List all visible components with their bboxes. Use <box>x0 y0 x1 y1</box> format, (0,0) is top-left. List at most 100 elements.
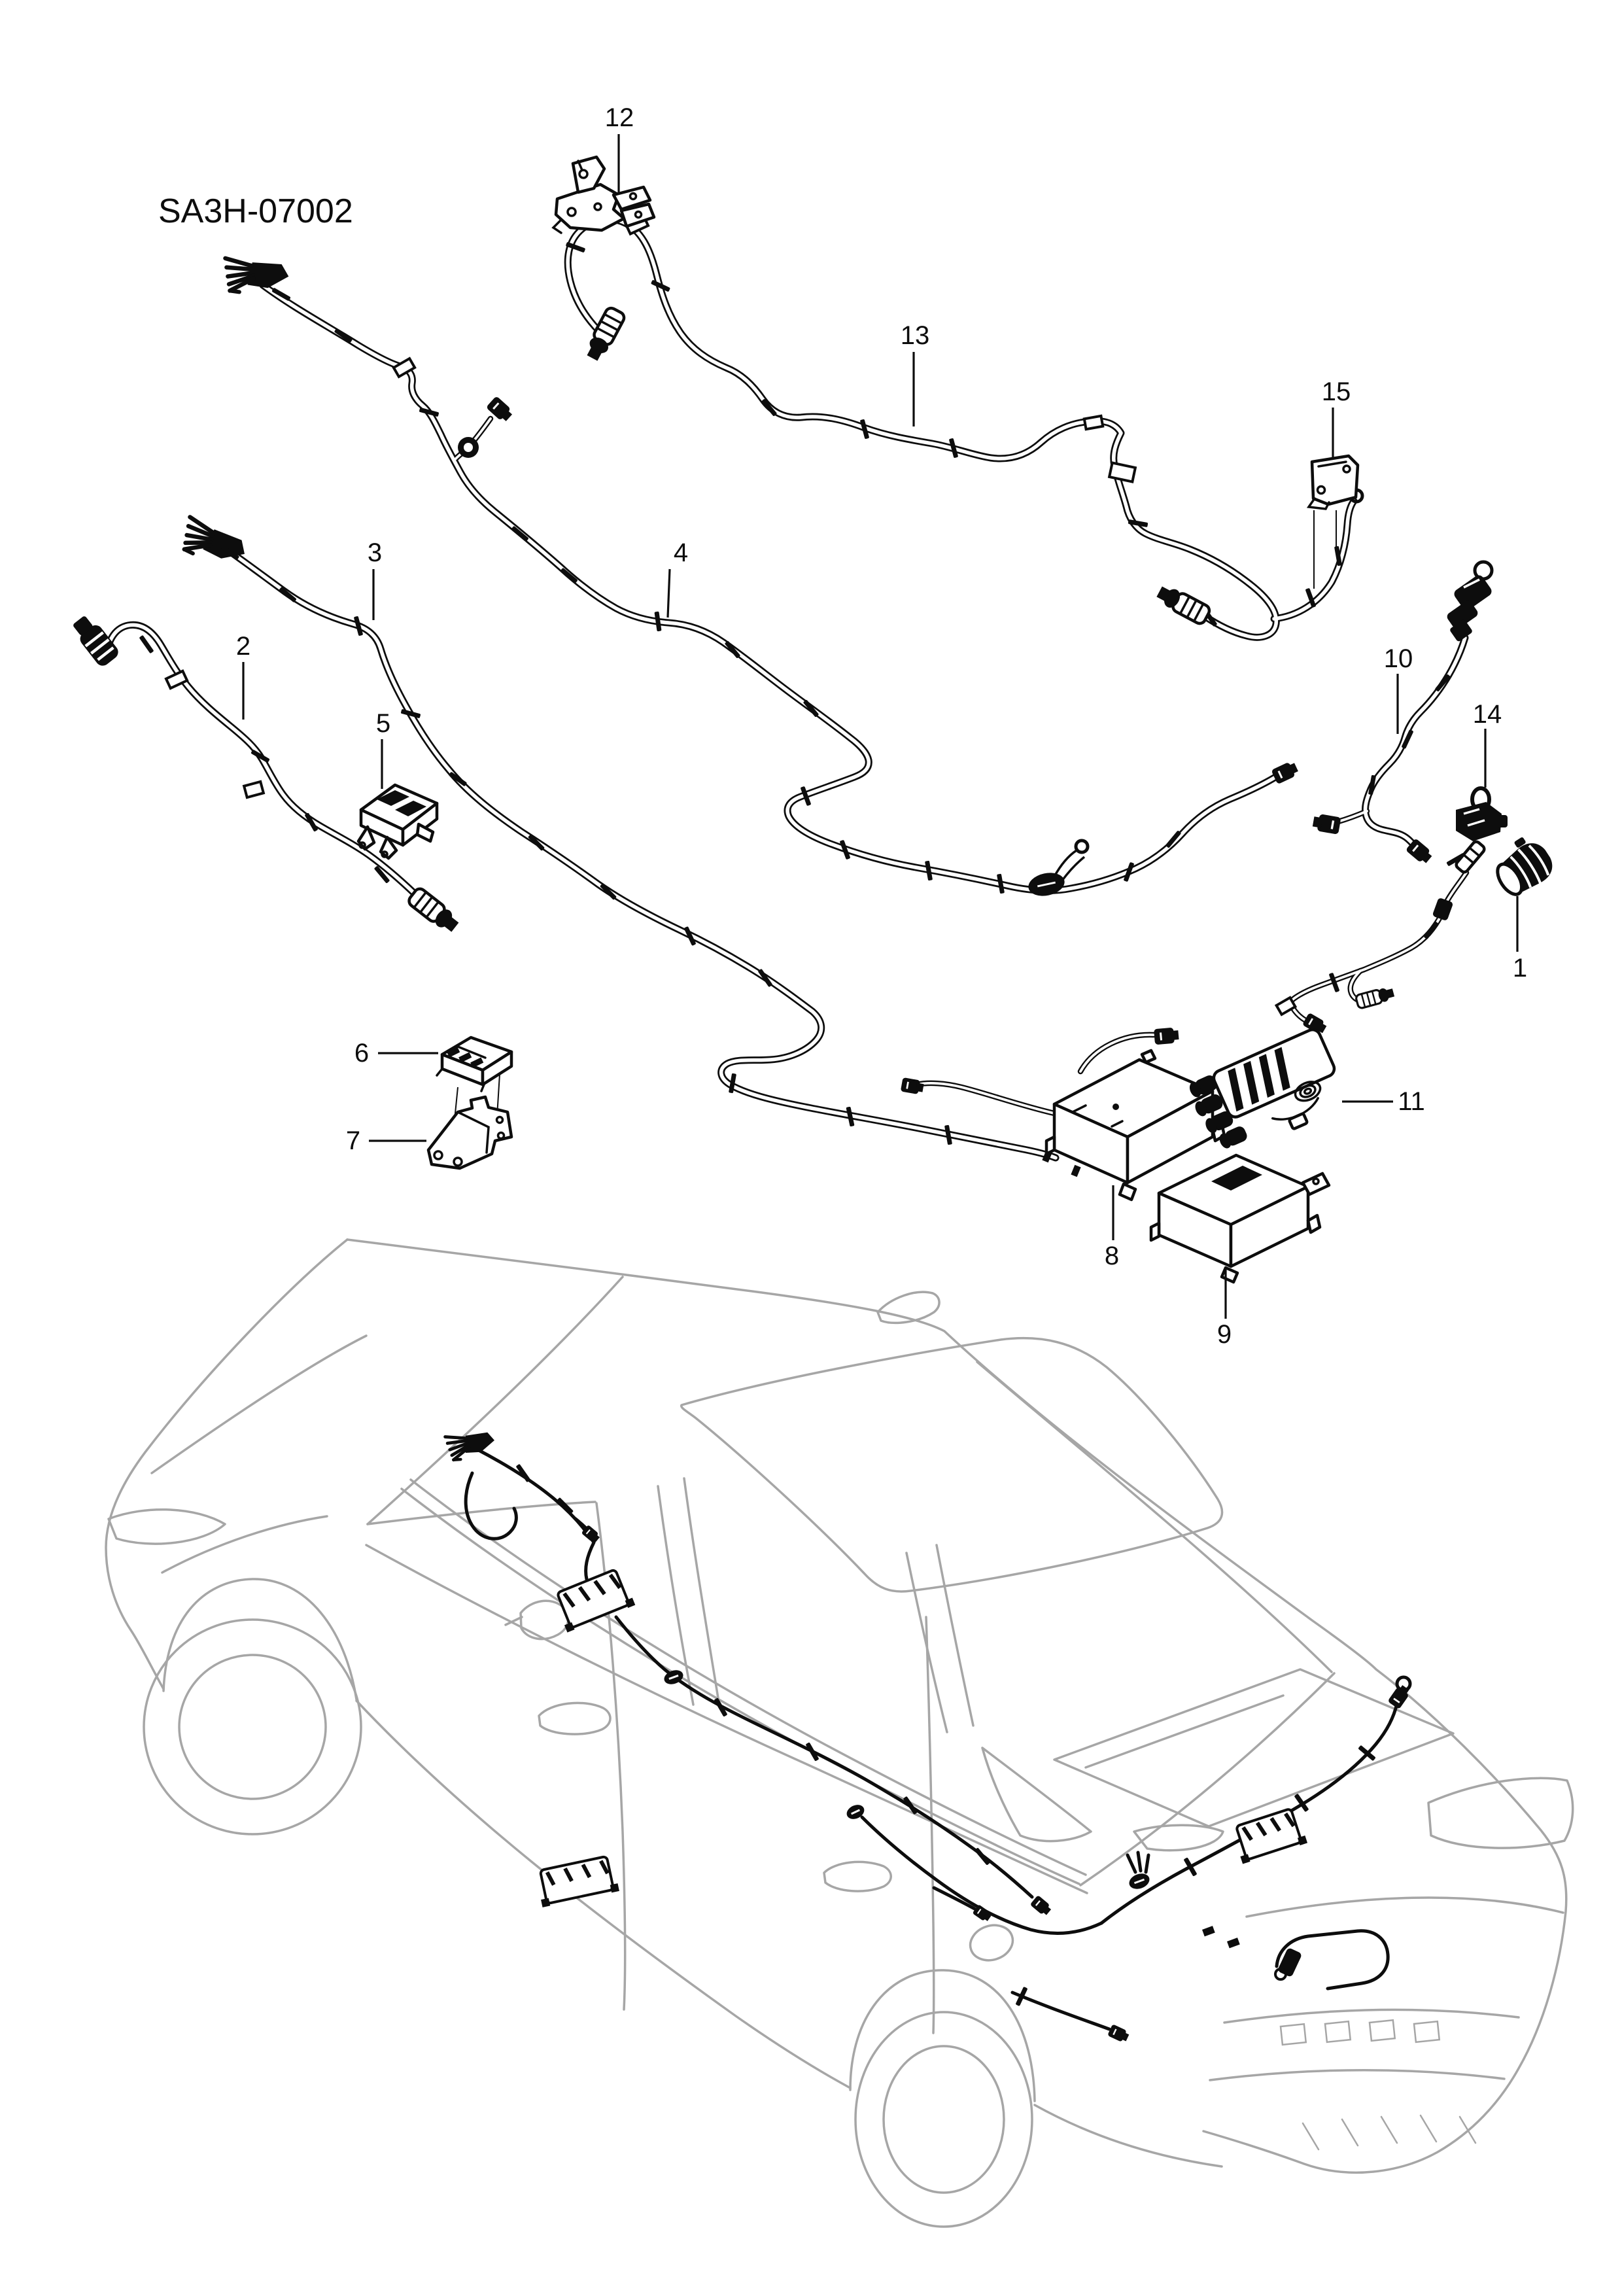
harness-clamp <box>729 1073 736 1094</box>
harness-stay-bracket <box>242 780 266 799</box>
vehicle-harness-wire-8 <box>1126 1851 1150 1874</box>
harness-clamp <box>651 280 670 292</box>
harness-clamp <box>401 709 421 718</box>
rear-door-handle <box>823 1860 892 1892</box>
barrel-connector <box>1355 988 1395 1009</box>
harness-stay-bracket <box>392 357 417 379</box>
headlight <box>107 1508 226 1545</box>
diffuser-slat-0 <box>1302 2122 1320 2151</box>
harness-clamp <box>975 1848 990 1865</box>
harness-clamp <box>840 840 850 860</box>
harness-clamp <box>1165 831 1181 848</box>
callout-number-15: 15 <box>1322 377 1351 406</box>
front-wheel <box>143 1618 362 1835</box>
part-11-junction-module <box>1189 1028 1336 1149</box>
antenna-fin <box>876 1291 940 1325</box>
rear-wheel <box>882 2045 1005 2194</box>
eyelet-terminal <box>1395 1675 1412 1692</box>
callout-1: 1 <box>1513 896 1527 983</box>
car-line-24 <box>504 1616 523 1626</box>
harness-clamp <box>1424 921 1438 939</box>
harness-clamp <box>725 641 740 658</box>
boot-connector <box>73 616 118 666</box>
callout-7: 7 <box>346 1126 426 1155</box>
vehicle-harness-wire-4 <box>932 1886 976 1911</box>
harness-clamp <box>557 1497 574 1514</box>
callout-number-4: 4 <box>674 538 688 567</box>
trunk-platform <box>1053 1668 1455 1828</box>
harness-clamp <box>1184 1857 1197 1877</box>
harness-clamp <box>1305 588 1316 608</box>
callout-number-11: 11 <box>1398 1087 1425 1116</box>
callout-number-13: 13 <box>901 321 930 350</box>
front-wheel <box>178 1654 327 1800</box>
car-line-17 <box>976 1361 1333 1673</box>
bumper-detail-0 <box>1279 2023 1307 2046</box>
harness-stay-bracket <box>1082 414 1105 431</box>
harness-clamp <box>374 866 390 883</box>
car-line-4 <box>849 1969 1036 2102</box>
callout-9: 9 <box>1217 1269 1232 1349</box>
harness-clamp <box>511 526 528 542</box>
multi-wire-connector <box>182 515 245 559</box>
harness-clamp <box>528 834 545 851</box>
inline-connector <box>1433 898 1453 920</box>
grommet-wires <box>1053 849 1086 882</box>
diffuser-slat-1 <box>1341 2118 1359 2147</box>
harness-clamp <box>903 1796 918 1815</box>
plug-connector <box>973 1905 992 1921</box>
fuel-door <box>969 1924 1014 1962</box>
sunroof <box>680 1336 1224 1593</box>
part-5-module <box>356 783 439 860</box>
harness-clamp <box>1435 674 1451 691</box>
harness-module <box>557 1569 636 1633</box>
in-vehicle-harnesses <box>443 1432 1412 2042</box>
car-line-21 <box>1209 2068 1506 2081</box>
harness-clamp <box>561 568 578 583</box>
taillight-right <box>1427 1777 1574 1849</box>
plug-connector <box>1031 1896 1052 1915</box>
grommet <box>664 1670 683 1684</box>
plug-connector <box>1312 814 1341 834</box>
grommet <box>846 1805 865 1819</box>
harness-clamp <box>250 750 270 763</box>
car-line-6 <box>366 1276 624 1525</box>
harness-clamp <box>1016 1987 1027 2006</box>
callout-11: 11 <box>1342 1087 1425 1116</box>
part-1-sensor <box>1496 837 1553 896</box>
car-line-0 <box>346 1238 1568 2174</box>
grommet <box>1129 1873 1150 1889</box>
harness-module <box>539 1855 619 1907</box>
harness-clamp <box>654 611 662 632</box>
harness-clamp <box>758 969 772 987</box>
harness-clamp <box>1329 973 1339 992</box>
eyelet-terminal <box>1074 839 1090 854</box>
car-line-1 <box>105 1238 349 1690</box>
harness-clamp <box>806 1742 819 1762</box>
plug-connector <box>581 1525 600 1542</box>
harness-2-battery-cable <box>106 625 416 895</box>
callout-3: 3 <box>368 538 382 620</box>
harness-fittings <box>73 214 1494 1145</box>
harness-clamp <box>305 812 318 832</box>
part-6-module <box>436 1035 513 1127</box>
callout-number-14: 14 <box>1473 700 1502 729</box>
bumper-detail-2 <box>1368 2019 1396 2042</box>
harness-clamp <box>566 242 585 252</box>
harness-module <box>1235 1808 1308 1864</box>
grommet <box>1028 873 1065 896</box>
part-8-control-unit <box>1042 1049 1226 1202</box>
callout-number-8: 8 <box>1105 1242 1119 1270</box>
harness-3-floor-wiring <box>216 542 1056 1158</box>
harness-clamp <box>846 1106 855 1127</box>
tail-connector-cluster <box>1447 575 1492 642</box>
vehicle-harness-wire-5 <box>1099 1701 1399 1925</box>
harness-clamp <box>419 408 439 417</box>
callout-2: 2 <box>236 632 250 720</box>
vehicle-outline <box>105 1238 1574 2228</box>
part-7-bracket <box>426 1095 513 1170</box>
callout-number-6: 6 <box>354 1039 369 1068</box>
harness-clamp <box>1294 1794 1309 1812</box>
